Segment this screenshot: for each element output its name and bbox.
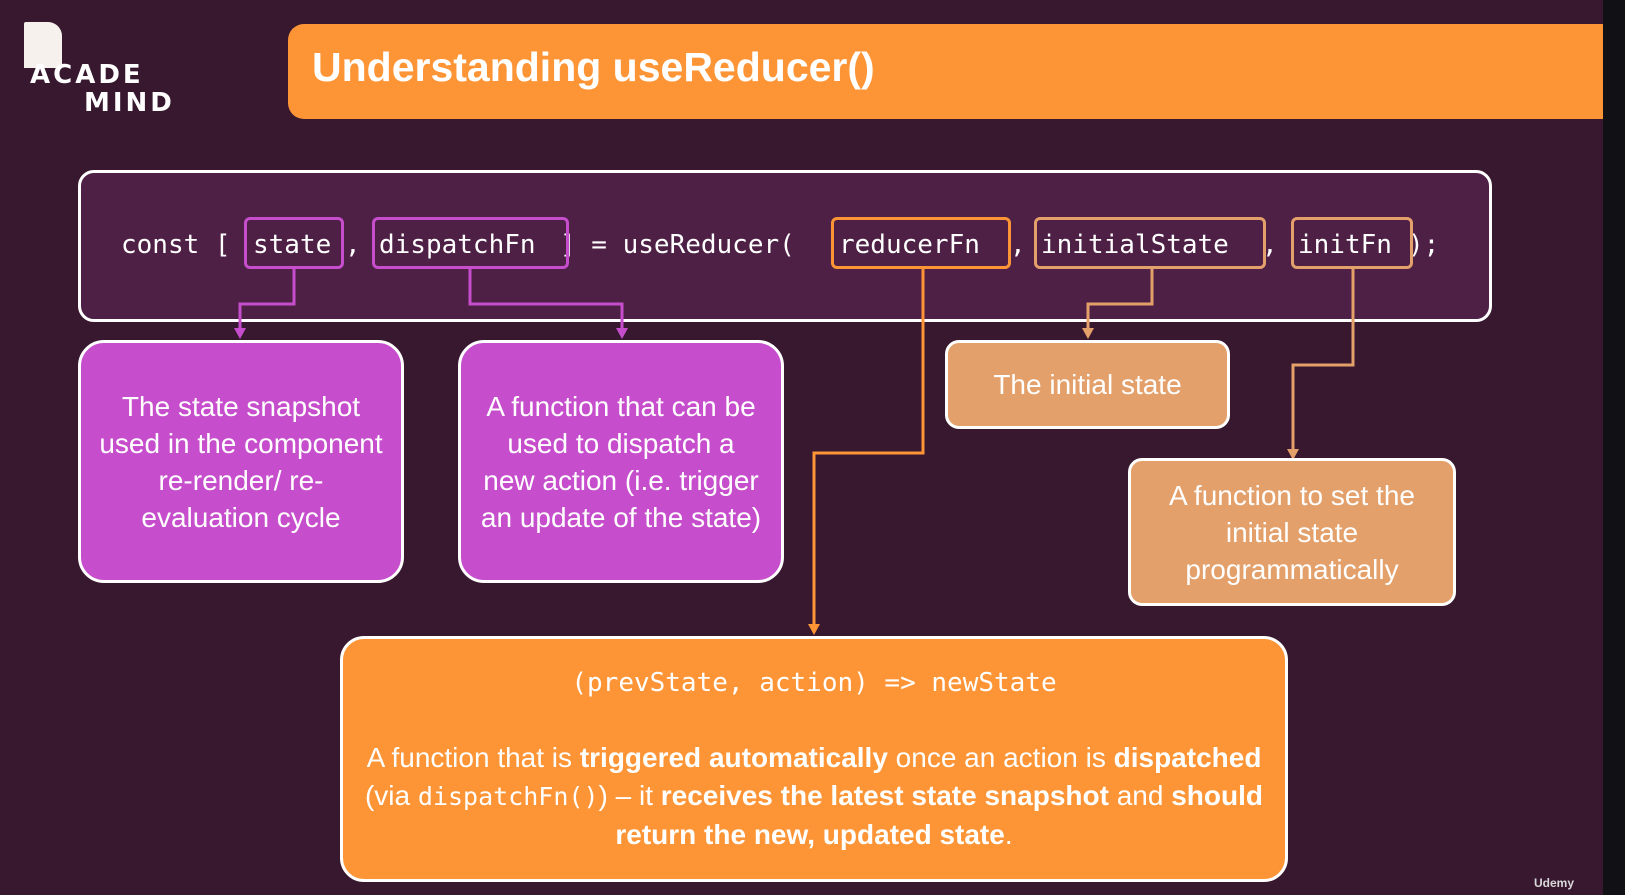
code-box	[78, 170, 1492, 322]
initial-state-arrowhead	[1082, 328, 1094, 339]
reducer-desc-bold: triggered automatically	[579, 742, 888, 773]
code-const: const [	[121, 230, 231, 260]
reducer-signature: (prevState, action) => newState	[571, 668, 1057, 698]
init-fn-arrow	[1291, 269, 1355, 453]
state-description-box: The state snapshot used in the component…	[78, 340, 404, 583]
init-fn-box: A function to set the initial state prog…	[1128, 458, 1456, 606]
code-comma-1: ,	[345, 230, 361, 260]
reducer-desc-code: dispatchFn()	[417, 782, 599, 811]
code-state-token: state	[253, 230, 332, 260]
initial-state-description: The initial state	[993, 369, 1182, 400]
reducer-desc-bold: should return the new, updated state	[615, 780, 1263, 850]
reducer-desc-part: ) – it	[598, 780, 661, 811]
reducer-desc-part: (via	[364, 780, 418, 811]
state-highlight	[244, 217, 344, 269]
code-comma-2: ,	[1010, 230, 1026, 260]
reducer-desc-part: A function that is	[366, 742, 580, 773]
slide-title: Understanding useReducer()	[312, 44, 875, 90]
dispatch-highlight	[372, 217, 569, 269]
init-fn-arrowhead	[1287, 449, 1299, 460]
reducer-highlight	[831, 217, 1011, 269]
reducer-arrow	[812, 269, 925, 628]
reducer-description-box	[340, 636, 1288, 882]
reducer-desc-bold: dispatched	[1113, 742, 1262, 773]
title-bar: Understanding useReducer()	[288, 24, 1625, 119]
initial-state-box: The initial state	[945, 340, 1230, 429]
code-init-token: initFn	[1298, 230, 1392, 260]
logo-line-2: MIND	[84, 88, 175, 118]
reducer-desc-bold: receives the latest state snapshot	[660, 780, 1109, 811]
video-edge	[1603, 0, 1625, 895]
reducer-desc-part: once an action is	[887, 742, 1114, 773]
udemy-watermark: Udemy	[1534, 876, 1575, 890]
init-fn-highlight	[1291, 217, 1413, 269]
initial-state-highlight	[1034, 217, 1266, 269]
dispatch-description-box: A function that can be used to dispatch …	[458, 340, 784, 583]
academind-logo: ACADE MIND	[24, 22, 174, 122]
reducer-desc-part: and	[1108, 780, 1172, 811]
init-fn-description: A function to set the initial state prog…	[1169, 479, 1415, 585]
state-description: The state snapshot used in the component…	[99, 390, 383, 533]
reducer-arrowhead	[808, 624, 820, 635]
dispatch-arrowhead	[616, 328, 628, 339]
code-reducer-token: reducerFn	[839, 230, 980, 260]
code-close: );	[1408, 230, 1440, 260]
reducer-description: A function that is triggered automatical…	[360, 739, 1268, 854]
code-initial-token: initialState	[1041, 230, 1229, 260]
initial-state-arrow	[1086, 269, 1154, 332]
code-dispatch-token: dispatchFn	[379, 230, 536, 260]
state-arrowhead	[234, 328, 246, 339]
reducer-desc-part: .	[1004, 819, 1013, 850]
dispatch-arrow	[468, 269, 624, 332]
logo-flag-icon	[24, 22, 62, 68]
dispatch-description: A function that can be used to dispatch …	[480, 390, 762, 533]
logo-line-1: ACADE	[30, 60, 144, 90]
state-arrow	[238, 269, 296, 332]
